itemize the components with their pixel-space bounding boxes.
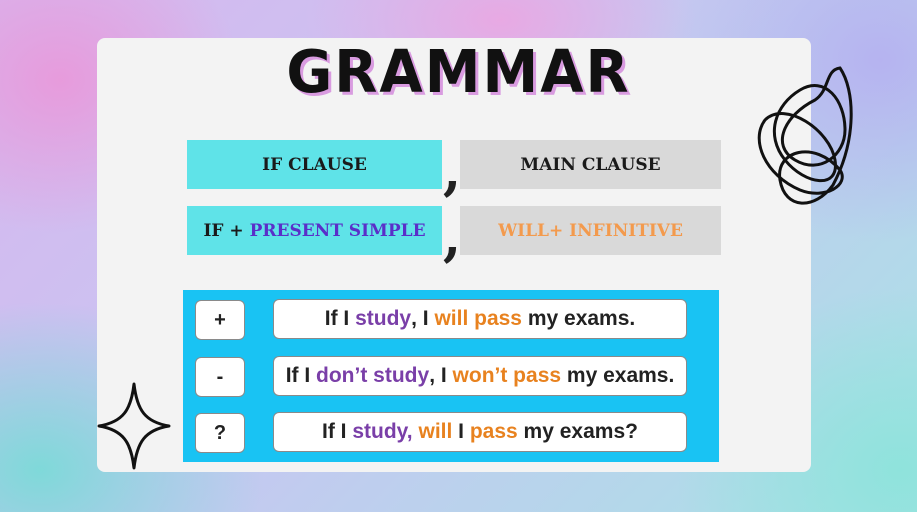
if-clause-formula: IF + PRESENT SIMPLE [187, 206, 442, 255]
negative-sentence: If I don’t study, I won’t pass my exams. [273, 356, 687, 396]
sentence-verb-if: don’t study [316, 364, 430, 387]
affirmative-sentence: If I study, I will pass my exams. [273, 299, 687, 339]
sentence-verb-main: will pass [434, 307, 522, 330]
sentence-text: my exams. [522, 307, 636, 330]
sentence-text: my exams? [517, 420, 638, 443]
if-clause-label: IF CLAUSE [262, 154, 367, 175]
sentence-verb-if: study, [352, 420, 419, 443]
question-symbol: ? [195, 413, 245, 453]
sparkle-icon [97, 382, 171, 470]
affirmative-symbol: + [195, 300, 245, 340]
negative-symbol: - [195, 357, 245, 397]
sentence-text: my exams. [561, 364, 675, 387]
sentence-verb-if: study [355, 307, 412, 330]
if-clause-header: IF CLAUSE [187, 140, 442, 189]
sentence-text: , I [411, 307, 435, 330]
sentence-aux: will [418, 420, 453, 443]
question-sentence: If I study, will I pass my exams? [273, 412, 687, 452]
main-clause-label: MAIN CLAUSE [520, 154, 661, 175]
main-clause-header: MAIN CLAUSE [460, 140, 721, 189]
page-title: GRAMMAR [286, 38, 631, 107]
comma-separator: , [443, 207, 462, 268]
main-clause-formula: WILL+ INFINITIVE [460, 206, 721, 255]
sentence-verb-main: pass [469, 420, 518, 443]
sentence-text: If I [324, 307, 356, 330]
sentence-verb-main: won’t pass [452, 364, 562, 387]
if-formula-tense: PRESENT SIMPLE [249, 220, 426, 241]
scribble-icon [757, 66, 853, 205]
sentence-text: , I [429, 364, 453, 387]
sentence-text: If I [285, 364, 317, 387]
sentence-text: I [452, 420, 470, 443]
sentence-text: If I [322, 420, 353, 443]
if-formula-prefix: IF + [203, 220, 250, 241]
main-formula-label: WILL+ INFINITIVE [498, 220, 683, 241]
comma-separator: , [443, 141, 462, 202]
